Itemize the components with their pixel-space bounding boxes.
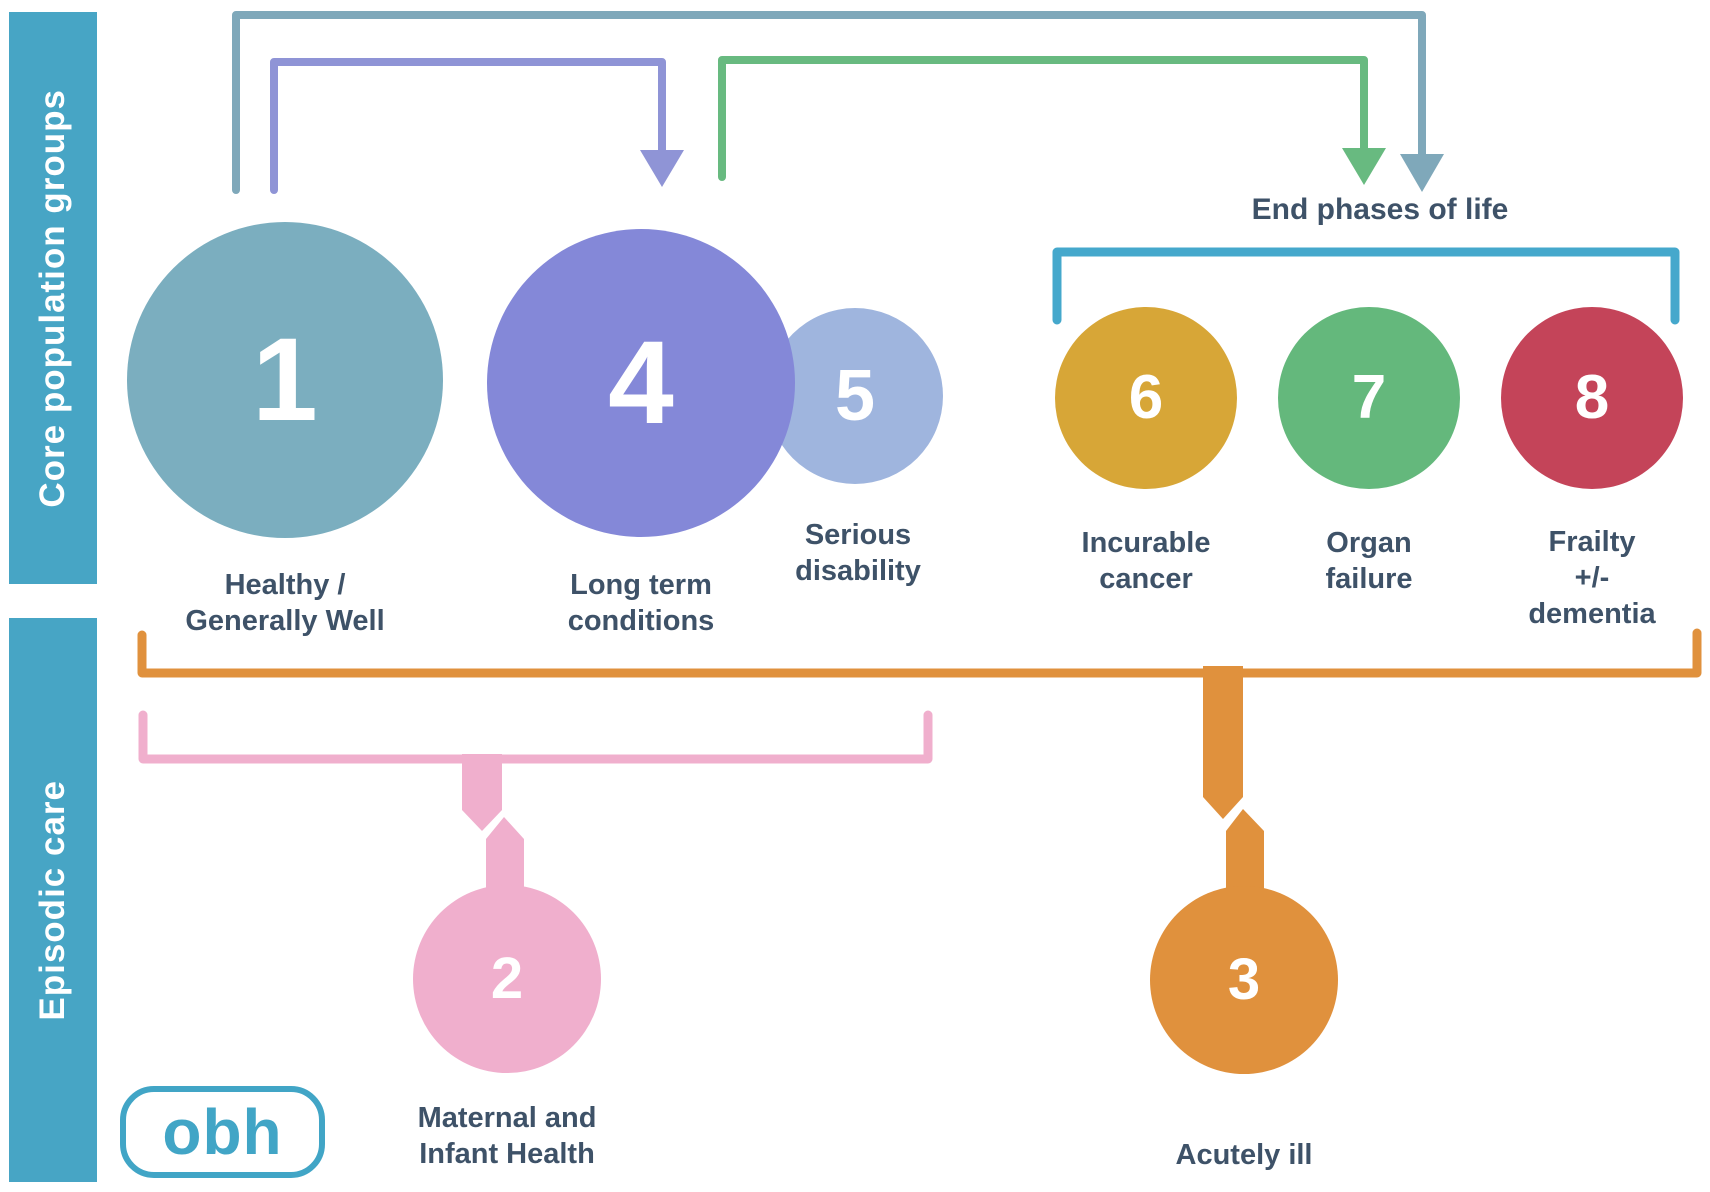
sidebar-core-population-groups-label: Core population groups: [33, 88, 72, 508]
sidebar-episodic-care: Episodic care: [9, 618, 97, 1182]
arrowhead-down-icon: [1342, 148, 1386, 185]
arrow-healthy-to-end-phases: [232, 11, 1444, 194]
circle-acutely-ill-number: 3: [1227, 947, 1261, 1012]
circle-long-term-number: 4: [608, 317, 674, 449]
arrowhead-down-icon: [1400, 154, 1444, 192]
circle-healthy-number: 1: [252, 314, 318, 446]
label-frailty: Frailty +/- dementia: [1528, 526, 1656, 630]
label-incurable-cancer: Incurable cancer: [1081, 527, 1211, 595]
circle-frailty-number: 8: [1574, 363, 1610, 432]
end-phases-bracket: [1052, 247, 1680, 325]
label-healthy: Healthy / Generally Well: [185, 569, 385, 637]
sidebar-core-population-groups: Core population groups: [9, 12, 97, 584]
label-acutely-ill: Acutely ill: [1175, 1139, 1313, 1171]
bracket-core-to-maternal: [138, 710, 933, 892]
circle-organ-failure: 7: [1278, 307, 1460, 489]
circle-organ-failure-number: 7: [1351, 363, 1387, 432]
arrow-healthy-to-long-term: [270, 58, 684, 194]
broken-arrow-upper-segment: [1203, 666, 1243, 819]
circle-healthy: 1: [127, 222, 443, 538]
circle-incurable-cancer-number: 6: [1128, 363, 1164, 432]
bracket-core-to-acutely-ill: [137, 628, 1702, 895]
end-phases-of-life-label: End phases of life: [1251, 193, 1509, 226]
obh-logo-text: obh: [162, 1096, 283, 1168]
circle-long-term: 4: [487, 229, 795, 537]
label-organ-failure: Organ failure: [1325, 527, 1413, 595]
circle-maternal: 2: [413, 885, 601, 1073]
circle-serious-disability-number: 5: [834, 356, 876, 436]
obh-logo: obh: [120, 1086, 325, 1178]
label-long-term: Long term conditions: [567, 569, 715, 637]
broken-arrow-lower-segment: [486, 817, 524, 892]
arrow-long-term-to-end-phases: [718, 56, 1386, 185]
circle-frailty: 8: [1501, 307, 1683, 489]
broken-arrow-lower-segment: [1226, 809, 1264, 895]
broken-arrow-upper-segment: [462, 754, 502, 831]
circle-maternal-number: 2: [490, 946, 524, 1011]
circle-incurable-cancer: 6: [1055, 307, 1237, 489]
label-serious-disability: Serious disability: [795, 519, 921, 587]
arrowhead-down-icon: [640, 150, 684, 187]
sidebar-episodic-care-label: Episodic care: [33, 779, 72, 1021]
label-maternal: Maternal and Infant Health: [417, 1102, 597, 1170]
circle-acutely-ill: 3: [1150, 886, 1338, 1074]
circle-serious-disability: 5: [767, 308, 943, 484]
